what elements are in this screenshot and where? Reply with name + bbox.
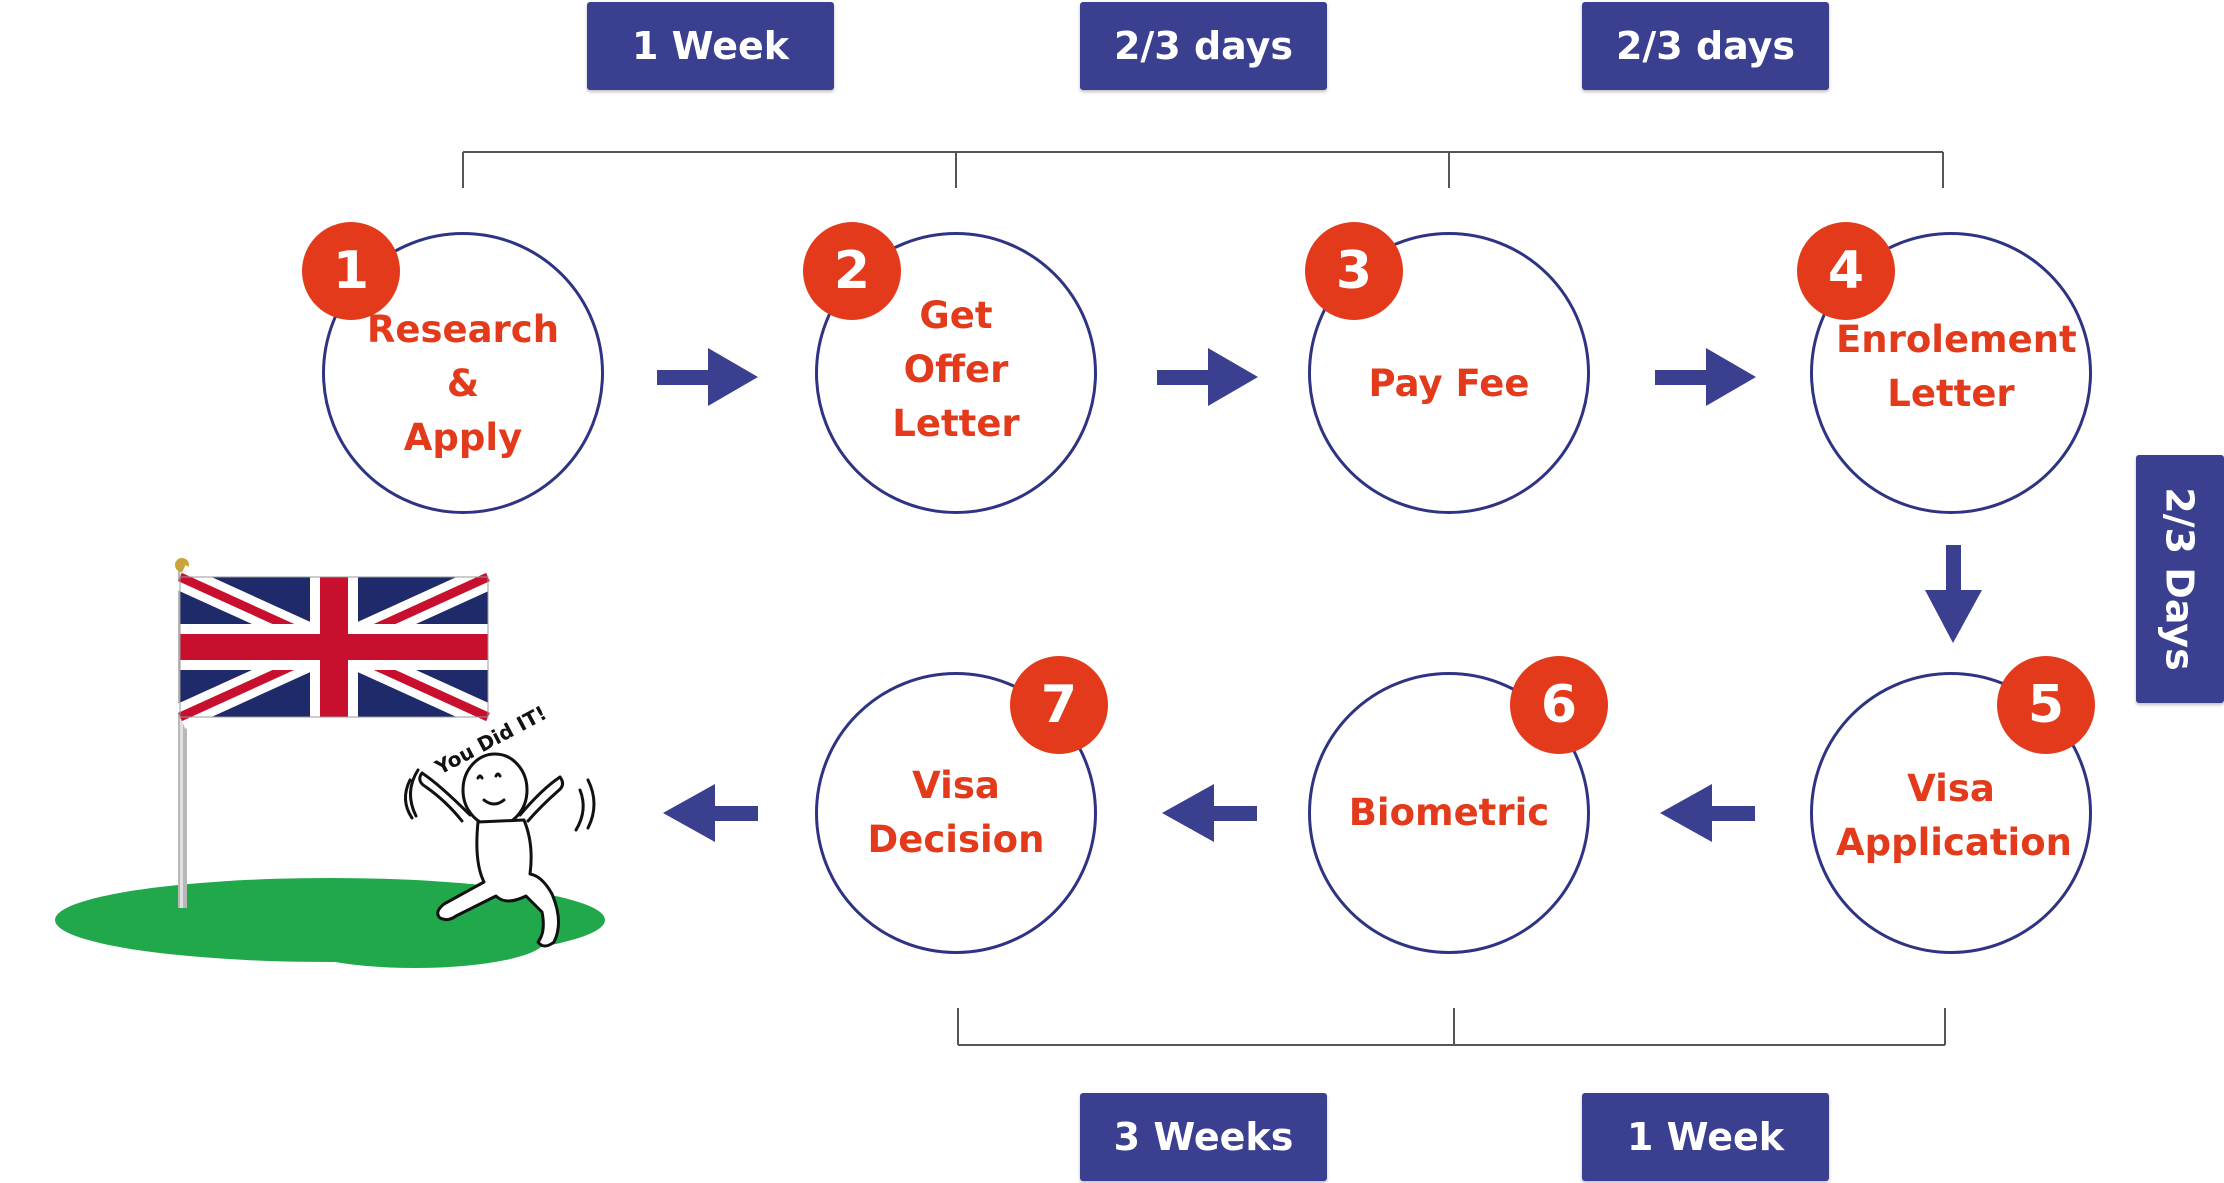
duration-box-top-1: 1 Week [587, 2, 834, 90]
step-number-6: 6 [1510, 656, 1608, 754]
step-label: Research &Apply [366, 308, 560, 459]
step-number-3: 3 [1305, 222, 1403, 320]
duration-label: 3 Weeks [1113, 1115, 1294, 1159]
step-label: Biometric [1348, 791, 1550, 834]
bottom-bracket [957, 1008, 1946, 1046]
duration-box-side: 2/3 Days [2136, 455, 2224, 703]
duration-label: 2/3 days [1113, 24, 1294, 68]
duration-box-bottom-2: 1 Week [1582, 1093, 1829, 1181]
duration-box-top-2: 2/3 days [1080, 2, 1327, 90]
step-number-2: 2 [803, 222, 901, 320]
step-research-apply: Research &Apply [322, 232, 604, 514]
celebrating-stick-figure-icon [404, 752, 596, 948]
step-number-1: 1 [302, 222, 400, 320]
duration-box-bottom-1: 3 Weeks [1080, 1093, 1327, 1181]
duration-box-top-3: 2/3 days [1582, 2, 1829, 90]
arrow-left-icon [1660, 784, 1755, 842]
step-label: Pay Fee [1368, 362, 1530, 405]
arrow-left-icon [1162, 784, 1257, 842]
arrow-right-icon [1157, 348, 1258, 406]
step-number-4: 4 [1797, 222, 1895, 320]
arrow-left-icon [663, 784, 758, 842]
uk-flag-icon [174, 558, 494, 908]
step-number-7: 7 [1010, 656, 1108, 754]
duration-label: 2/3 days [1615, 24, 1796, 68]
arrow-right-icon [657, 348, 758, 406]
arrow-right-icon [1655, 348, 1756, 406]
arrow-down-icon [1925, 545, 1982, 643]
duration-label: 1 Week [631, 24, 790, 68]
step-number-5: 5 [1997, 656, 2095, 754]
top-bracket [462, 151, 1944, 188]
step-label: Visa Decision [867, 764, 1045, 861]
duration-label: 1 Week [1626, 1115, 1785, 1159]
duration-label: 2/3 Days [2158, 487, 2202, 671]
